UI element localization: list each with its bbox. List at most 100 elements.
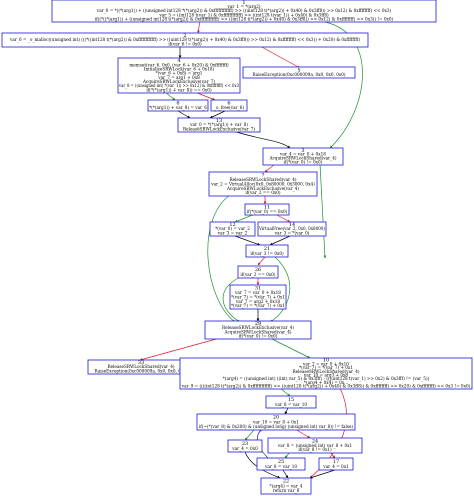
node-29[interactable]: 29ReleaseSRWLockExclusive(var_4)AcquireS… [204,320,312,340]
edge-1-2 [197,20,201,34]
node-code-line: if((*((*(arg1)) + ((unsigned int128 t(*(… [95,16,394,21]
node-id: 2 [183,33,186,39]
node-code-line: VirtualFree(var_2, 0x0, 0x8000) [258,226,325,231]
edge-7-29 [207,194,236,323]
node-id: 1 [242,0,245,6]
node-code-line: var_10 = arg3 + 0x8 [303,372,348,377]
node-id: 15 [288,397,294,403]
node-8[interactable]: 8*(*(arg1)) + var_8) = var_6 [147,99,209,112]
node-code-line: if(~(*(var_8) & 0x200) & (unsigned long)… [199,424,353,429]
node-box [227,439,263,453]
node-code-line: *(arg4 + 0x4) = 0x... [304,380,348,385]
node-code-line: var_7 = arg2 + 0x18 [235,299,280,304]
node-code-line: *(var_0) = var_2 [215,226,250,231]
edge-12-21 [234,235,261,246]
edge-29-10 [269,337,311,359]
node-code-line: var_8 = var_10 [264,464,297,469]
node-box [260,477,312,495]
node-code-line: ReleaseSRWLockShared(var_4) [107,364,174,369]
node-code-line: var_4 = var_0 + 0x18 [279,152,326,157]
node-code-line: var_8 = ((unsigned int) *(var_1)) >> 0x1… [118,83,239,88]
edge-29-33 [139,337,221,361]
node-box [265,395,317,409]
node-33[interactable]: 33ReleaseSRWLockShared(var_4)RaiseExcept… [87,359,195,375]
node-code-line: if(*(var_0) != 0x0) [284,159,323,164]
node-box [257,221,327,237]
node-box [147,99,209,112]
node-id: 20 [273,415,279,421]
node-id: 17 [333,459,339,465]
edge-6-13 [209,110,226,119]
node-code-line: var_1 = *(arg2) [227,4,261,9]
node-box [256,457,306,471]
node-id: 5 [297,68,300,74]
node-box [267,437,363,454]
node-code-line: var_8 = var_10 [274,402,307,407]
node-id: 11 [264,205,270,211]
node-code-line: AcquireSRWLockShared(var_4) [268,156,336,161]
node-box [237,265,279,279]
node-code-line: RaiseException(0xc000009a, 0x0, 0x0, 0x0… [252,72,345,77]
node-id: 21 [264,246,270,252]
node-id: 23 [242,441,248,447]
edge-13-3 [229,129,291,149]
node-code-line: AcquireSRWLockShared(var_4) [223,329,291,334]
edge-8-13 [177,110,191,119]
node-code-line: ReleaseSRWLockShared(var_4) [229,177,296,182]
node-id: 13 [216,118,222,124]
node-code-line: ReleaseSRWLockExclusive(var_4) [222,325,294,330]
node-code-line: *(arg4) = ((unsigned int) ((int) var_5) … [223,376,430,381]
edge-20-24 [294,428,311,439]
node-code-line: var_5 = ((int128 t(var_1) & 0xffffffffff… [158,12,329,17]
node-box [318,457,354,471]
node-box [245,244,289,258]
edge-14-21 [269,235,291,246]
node-code-line: *(var_7) = *(var_7) + 0x1 [231,294,285,299]
node-code-line: *(*(arg1)) + var_8) = var_6 [149,105,207,110]
node-code-line: *(arg4) = var_4 [270,483,303,488]
node-code-line: memset(var_6, 0x0, (var_6 + 0x20) & 0xff… [129,62,229,67]
node-code-line: var_7 = arg1 + 0x8 [157,75,200,80]
node-box [117,57,241,94]
node-id: 29 [255,321,261,327]
node-6[interactable]: 6_o_free(var_6) [210,99,248,112]
node-box [208,171,318,197]
node-id: 14 [289,222,295,228]
node-box [1,32,369,48]
edge-3-10 [319,163,327,259]
node-box [51,0,437,23]
node-code-line: if(*(*(arg1)) + var_8)) == 0x0) [146,87,212,92]
node-code-line: if(var_8 != 0x1) [298,447,332,452]
node-box [209,221,256,237]
node-code-line: var_9 = ((((int128 t(*(arg2)) & 0xffffff… [181,384,471,389]
edge-21-29 [269,256,291,323]
edge-20-23 [244,428,256,441]
node-code-line: *(var_7) = *(var_7) + 0x1 [231,303,285,308]
node-id: 33 [138,360,144,366]
node-id: 26 [255,267,261,273]
node-box [242,66,356,79]
